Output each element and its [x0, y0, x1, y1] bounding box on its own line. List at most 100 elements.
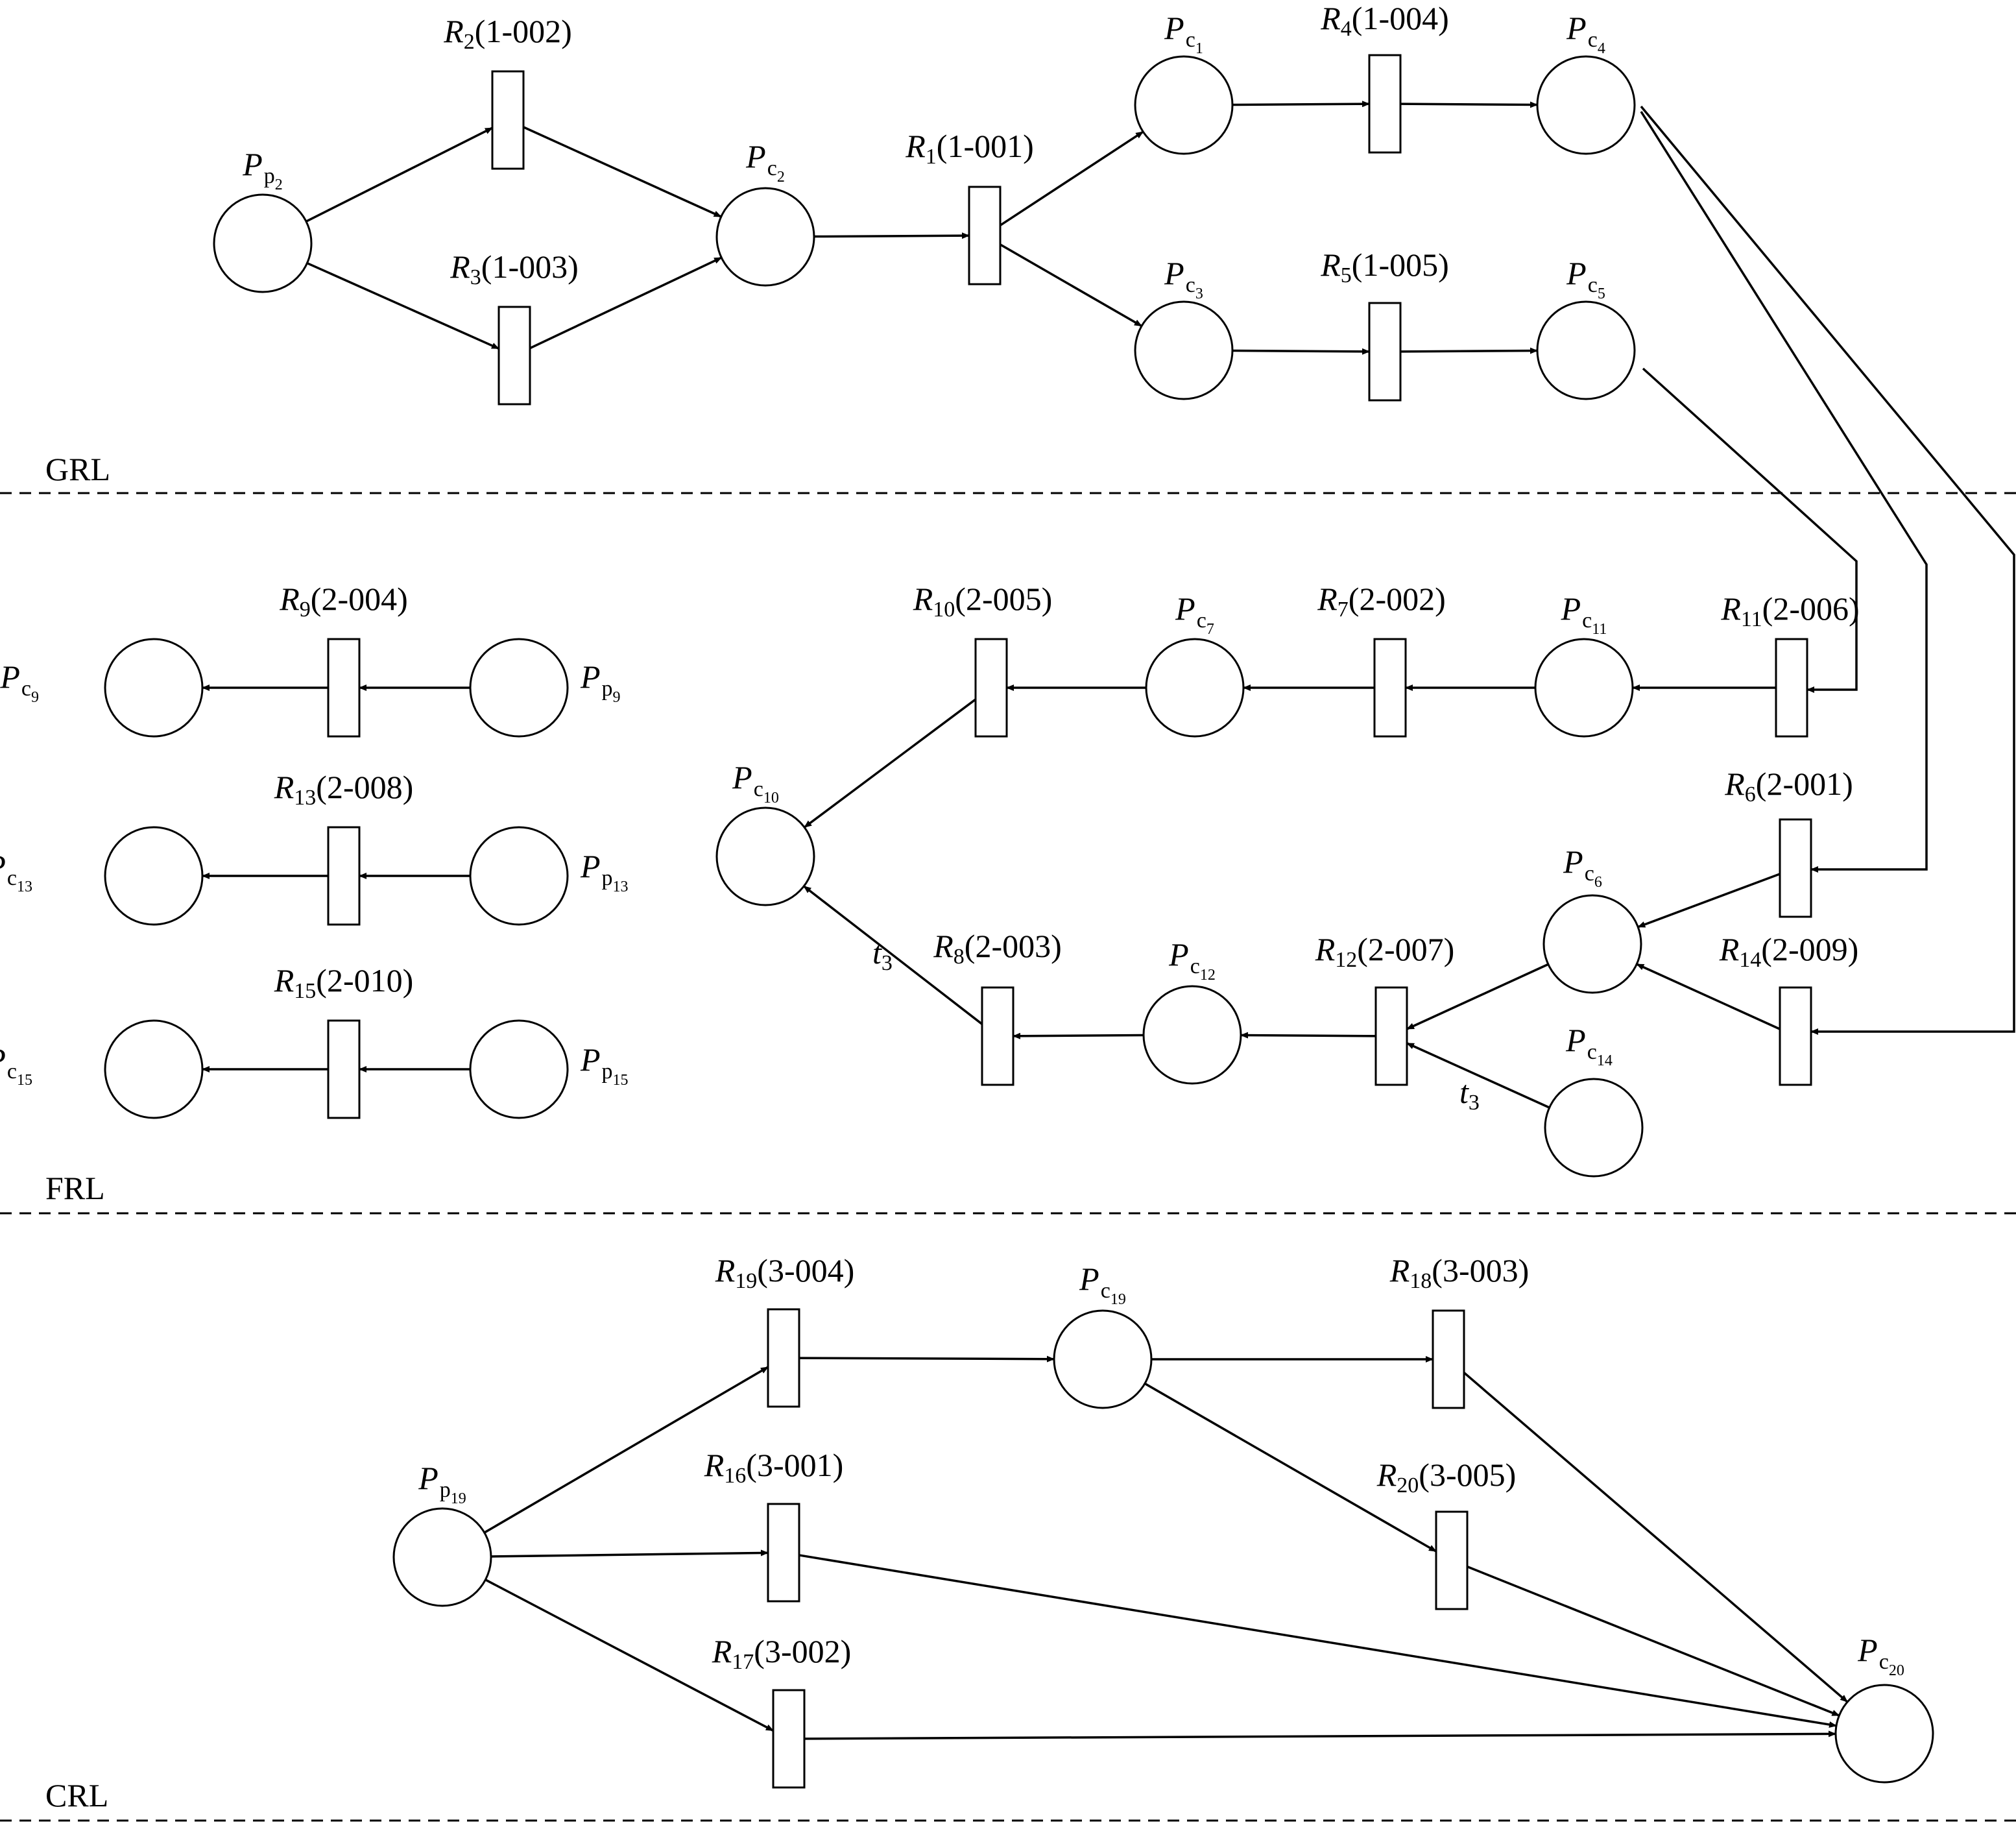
- arc-r17-to-pc20: [804, 1730, 1837, 1740]
- arc-pp19-to-r17: [485, 1579, 774, 1732]
- transition-label-r12: R12(2-007): [1315, 931, 1455, 972]
- arc-pp19-to-r19: [483, 1366, 769, 1534]
- transition-label-r2: R2(1-002): [443, 13, 572, 54]
- place-label-pp15: Pp15: [580, 1041, 629, 1089]
- place-pc19: [1053, 1309, 1153, 1409]
- transition-r8: [981, 986, 1014, 1086]
- place-pc13: [104, 826, 204, 926]
- transition-label-r9: R9(2-004): [279, 581, 408, 622]
- transition-label-r5: R5(1-005): [1320, 247, 1449, 287]
- layer-label-frl: FRL: [45, 1170, 105, 1206]
- arc-r10-to-pc10: [804, 698, 977, 829]
- place-label-pc15: Pc15: [0, 1041, 32, 1089]
- transition-r1: [968, 186, 1002, 285]
- place-pc15: [104, 1019, 204, 1119]
- place-pp15: [469, 1019, 569, 1119]
- place-label-pc1: Pc1: [1164, 10, 1203, 57]
- place-pc4: [1536, 55, 1636, 155]
- place-label-pc11: Pc11: [1561, 590, 1607, 638]
- transition-r20: [1435, 1510, 1469, 1610]
- transition-label-r16: R16(3-001): [704, 1447, 844, 1488]
- arc-pc5-to-r11: [1642, 367, 1858, 693]
- transition-r16: [767, 1503, 800, 1603]
- place-pc7: [1145, 638, 1245, 738]
- place-pc10: [715, 806, 815, 906]
- arc-r18-to-pc20: [1463, 1372, 1849, 1703]
- transition-r2: [491, 70, 525, 170]
- arc-label-r8-to-pc10: t3: [872, 934, 893, 975]
- arc-r20-to-pc20: [1467, 1565, 1840, 1717]
- transition-label-r1: R1(1-001): [905, 128, 1034, 169]
- arc-pc14-to-r12: [1406, 1042, 1550, 1109]
- transition-r10: [974, 638, 1008, 738]
- transition-r9: [327, 638, 361, 738]
- transition-label-r8: R8(2-003): [933, 928, 1062, 969]
- place-label-pc2: Pc2: [745, 138, 785, 186]
- arc-r19-to-pc19: [798, 1355, 1055, 1363]
- transition-r4: [1368, 54, 1402, 154]
- transition-r18: [1432, 1309, 1465, 1409]
- arc-pc6-to-r12: [1406, 963, 1549, 1030]
- place-pc2: [715, 187, 815, 287]
- place-pc11: [1534, 638, 1634, 738]
- place-label-pc7: Pc7: [1175, 590, 1214, 638]
- transition-label-r11: R11(2-006): [1720, 590, 1859, 631]
- place-label-pc10: Pc10: [732, 759, 779, 806]
- arc-pc4-to-r6: [1640, 111, 1928, 873]
- transition-label-r4: R4(1-004): [1320, 0, 1449, 41]
- transition-label-r13: R13(2-008): [274, 769, 414, 810]
- transition-label-r17: R17(3-002): [712, 1633, 852, 1674]
- node-group: [104, 54, 1934, 1789]
- transition-label-r18: R18(3-003): [1389, 1252, 1530, 1293]
- arc-r1-to-pc1: [1000, 130, 1144, 226]
- place-label-pc9: Pc9: [0, 659, 39, 706]
- place-label-pc14: Pc14: [1565, 1022, 1613, 1069]
- arc-group: [202, 101, 2015, 1740]
- arc-r3-to-pc2: [529, 256, 723, 350]
- place-label-pp19: Pp19: [418, 1460, 466, 1507]
- arc-pc3-to-r5: [1232, 348, 1370, 355]
- transition-r17: [772, 1689, 806, 1789]
- arc-r6-to-pc6: [1637, 873, 1781, 928]
- place-pp2: [213, 193, 313, 293]
- layer-label-crl: CRL: [45, 1777, 108, 1813]
- layer-label-grl: GRL: [45, 451, 110, 487]
- place-pc1: [1134, 55, 1234, 155]
- arc-label-pc14-to-r12: t3: [1459, 1074, 1480, 1115]
- arc-pc4-to-r14: [1640, 105, 2015, 1035]
- arc-r16-to-pc20: [798, 1554, 1837, 1728]
- place-label-pc3: Pc3: [1164, 255, 1203, 302]
- place-label-pp9: Pp9: [580, 659, 621, 706]
- transition-r6: [1779, 818, 1812, 918]
- transition-r12: [1374, 986, 1408, 1086]
- place-label-pc20: Pc20: [1857, 1632, 1904, 1679]
- arc-r1-to-pc3: [1000, 243, 1142, 328]
- transition-r11: [1775, 638, 1808, 738]
- arc-r2-to-pc2: [523, 126, 722, 218]
- transition-label-r14: R14(2-009): [1719, 931, 1859, 972]
- transition-label-r19: R19(3-004): [715, 1252, 855, 1293]
- place-label-pc13: Pc13: [0, 848, 32, 895]
- transition-label-r10: R10(2-005): [913, 581, 1053, 622]
- arc-r5-to-pc5: [1400, 347, 1539, 354]
- place-pp13: [469, 826, 569, 926]
- transition-r19: [767, 1308, 800, 1408]
- place-pc6: [1542, 894, 1642, 994]
- place-label-pc5: Pc5: [1566, 255, 1605, 302]
- transition-r7: [1373, 638, 1407, 738]
- place-pc12: [1142, 985, 1242, 1085]
- transition-label-r6: R6(2-001): [1724, 766, 1853, 806]
- arc-pc19-to-r20: [1144, 1382, 1437, 1553]
- transition-label-r20: R20(3-005): [1376, 1457, 1517, 1497]
- transition-label-r7: R7(2-002): [1317, 581, 1446, 622]
- place-pp19: [392, 1507, 492, 1607]
- transition-label-r3: R3(1-003): [450, 248, 579, 289]
- transition-r3: [498, 306, 531, 406]
- transition-r5: [1368, 302, 1402, 402]
- place-pp9: [469, 638, 569, 738]
- place-pc5: [1536, 300, 1636, 400]
- place-label-pp2: Pp2: [242, 146, 283, 193]
- arc-pp2-to-r3: [306, 261, 499, 350]
- arc-r14-to-pc6: [1636, 963, 1781, 1030]
